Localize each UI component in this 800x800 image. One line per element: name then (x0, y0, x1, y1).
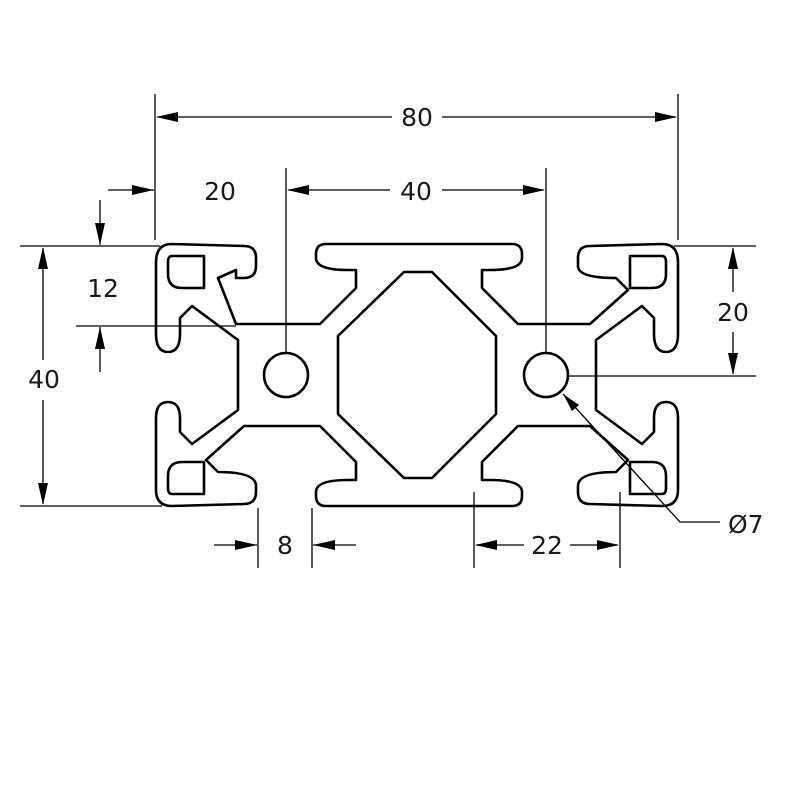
label-slot-pitch: 22 (531, 531, 563, 560)
profile-outer-contour (154, 242, 680, 508)
corner-channel-bottom-right (628, 460, 668, 496)
corner-channel-top-left (166, 254, 206, 290)
label-center-offset: 20 (204, 177, 236, 206)
label-overall-width: 80 (401, 103, 433, 132)
corner-channel-top-right (628, 254, 668, 290)
arrow-12-top (95, 223, 105, 245)
arrow-20-left (132, 185, 154, 195)
dimension-labels: 80 20 40 12 40 20 8 22 Ø7 (28, 103, 764, 560)
arrow-8-left (235, 540, 257, 550)
arrow-20-r-top (728, 247, 738, 269)
dimension-lines (20, 94, 756, 568)
arrow-hole-diameter (563, 394, 579, 411)
label-hole-spacing: 40 (400, 177, 432, 206)
extrusion-profile (154, 242, 680, 508)
arrow-22-right (597, 540, 619, 550)
label-slot-depth: 12 (87, 274, 119, 303)
arrow-40-v-bottom (38, 483, 48, 505)
arrow-40-v-top (38, 247, 48, 269)
label-slot-width: 8 (277, 531, 293, 560)
core-hole-right (522, 351, 570, 399)
central-cavity (336, 270, 498, 480)
arrow-80-right (655, 112, 677, 122)
label-overall-height: 40 (28, 365, 60, 394)
corner-channel-bottom-left (166, 460, 206, 496)
label-right-offset: 20 (717, 298, 749, 327)
arrow-40-h-right (523, 185, 545, 195)
arrow-22-left (475, 540, 497, 550)
core-hole-left (262, 351, 310, 399)
arrow-80-left (156, 112, 178, 122)
label-hole-diameter: Ø7 (728, 510, 764, 539)
arrow-20-r-bottom (728, 353, 738, 375)
leader-hole-diameter (562, 393, 720, 523)
arrow-8-right (313, 540, 335, 550)
arrow-12-bottom (95, 327, 105, 349)
arrow-40-h-left (287, 185, 309, 195)
